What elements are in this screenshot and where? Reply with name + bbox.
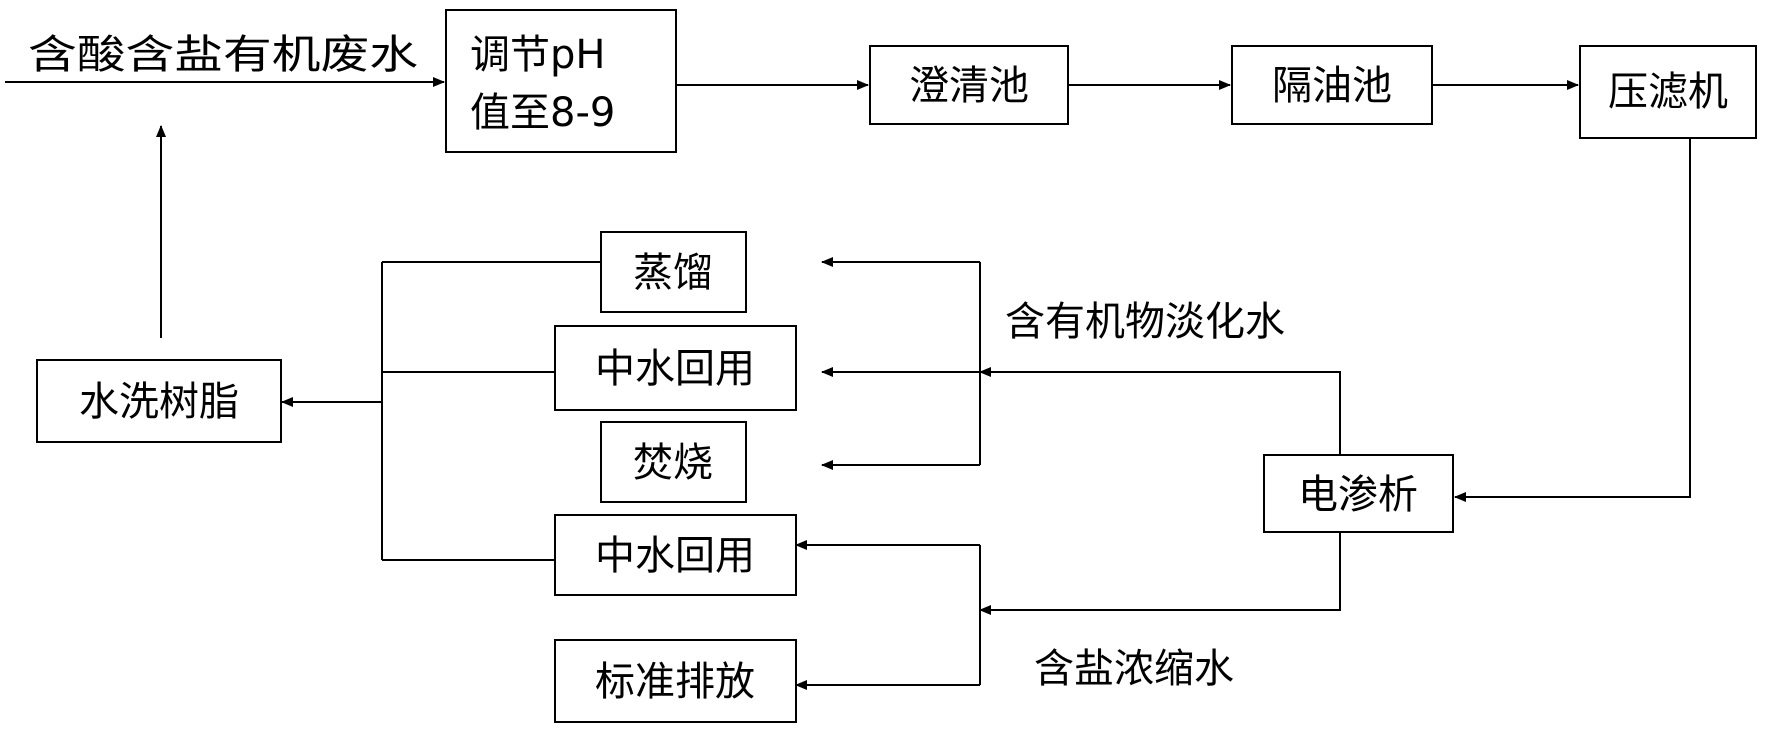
press-to-electrodialysis-arrow <box>1454 138 1691 502</box>
distillation-box <box>600 231 747 313</box>
reuse-1-box <box>554 325 797 411</box>
reuse-2-label: 中水回用 <box>595 533 755 579</box>
distillation-label: 蒸馏 <box>633 250 713 296</box>
filter-press-label: 压滤机 <box>1608 69 1728 115</box>
resin-wash-box <box>36 359 282 443</box>
electrodialysis-box <box>1263 454 1454 533</box>
dilute-water-label: 含有机物淡化水 <box>1005 299 1285 345</box>
electrodialysis-concentrate-line <box>979 532 1341 615</box>
clarifier-label: 澄清池 <box>909 63 1029 109</box>
standard-discharge-box <box>554 639 797 723</box>
ph-adjust-label-line2: 值至8-9 <box>470 90 615 136</box>
ph-adjust-label-line1: 调节pH <box>470 32 605 78</box>
clarifier-box <box>869 45 1069 125</box>
standard-discharge-label: 标准排放 <box>595 659 755 705</box>
concentrate-water-label: 含盐浓缩水 <box>1034 646 1234 692</box>
reuse-1-label: 中水回用 <box>595 346 755 392</box>
electrodialysis-label: 电渗析 <box>1298 472 1418 518</box>
oil-separator-label: 隔油池 <box>1272 63 1392 109</box>
electrodialysis-dilute-line <box>979 367 1341 455</box>
incineration-box <box>600 421 747 503</box>
filter-press-box <box>1579 45 1757 139</box>
incineration-label: 焚烧 <box>633 440 713 486</box>
reuse-2-box <box>554 514 797 596</box>
ph-adjust-box <box>445 9 677 153</box>
input-label: 含酸含盐有机废水 <box>28 32 418 78</box>
resin-wash-label: 水洗树脂 <box>79 379 239 425</box>
oil-separator-box <box>1231 45 1433 125</box>
